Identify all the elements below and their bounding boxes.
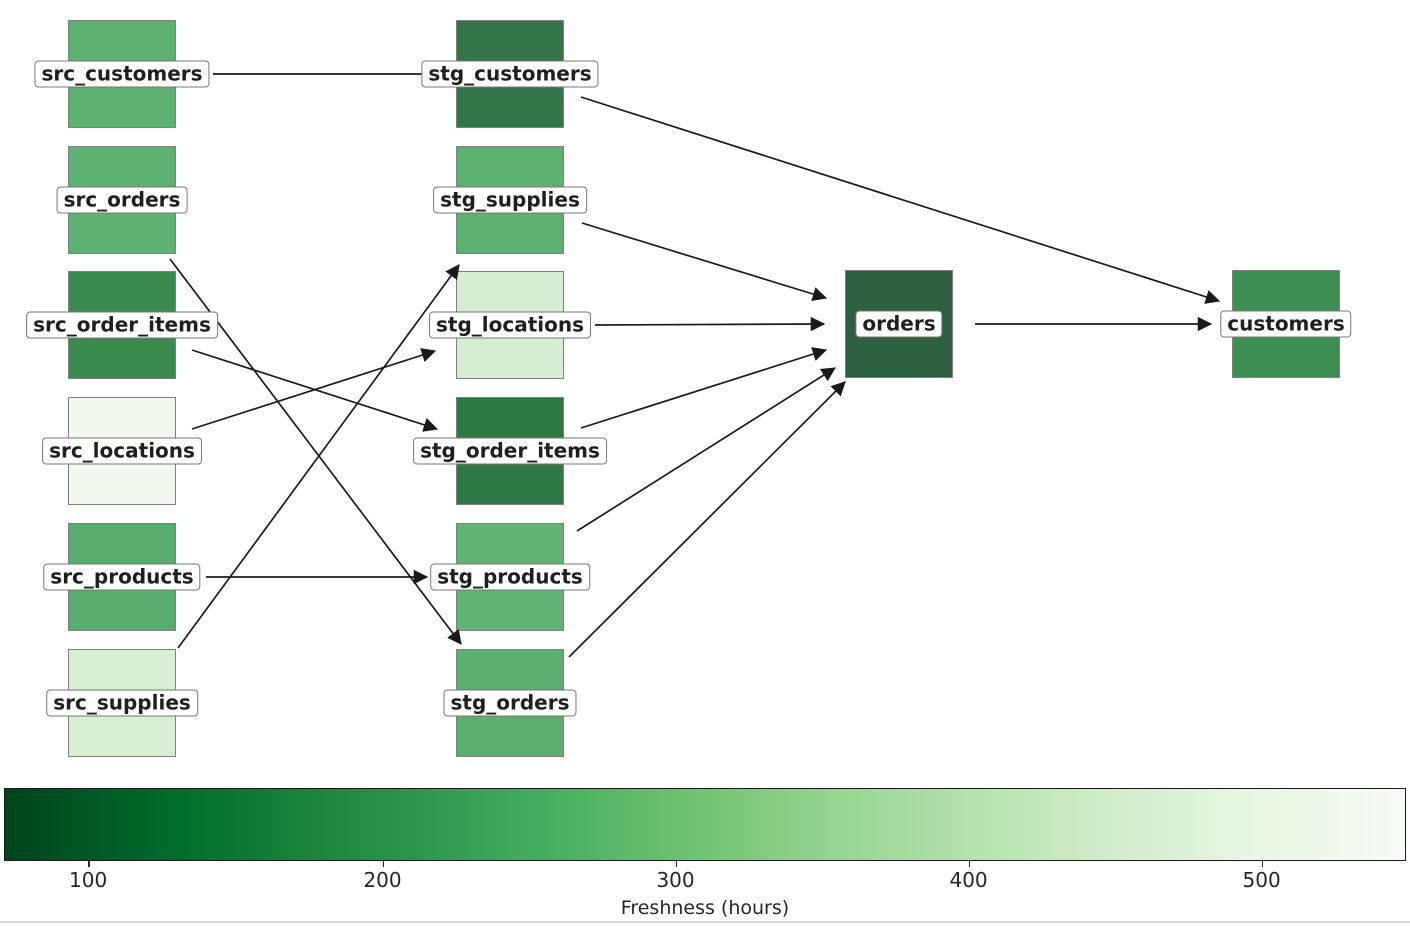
node-label-src_orders: src_orders	[56, 186, 188, 214]
node-label-stg_orders: stg_orders	[443, 689, 577, 717]
node-label-stg_supplies: stg_supplies	[433, 186, 587, 214]
colorbar-tick-200	[382, 861, 385, 867]
node-label-customers: customers	[1220, 310, 1352, 338]
colorbar-tick-label-400: 400	[949, 868, 988, 892]
figure-bottom-edge	[0, 921, 1410, 923]
colorbar-tick-500	[1261, 861, 1264, 867]
node-label-src_customers: src_customers	[34, 60, 210, 88]
edge-stg_orders-to-orders	[568, 381, 846, 658]
node-label-src_order_items: src_order_items	[26, 311, 218, 339]
node-label-stg_locations: stg_locations	[428, 311, 592, 339]
colorbar-tick-400	[968, 861, 971, 867]
node-label-src_supplies: src_supplies	[46, 689, 198, 717]
edge-stg_order_items-to-orders	[580, 347, 828, 429]
edge-stg_products-to-orders	[576, 367, 836, 532]
node-label-src_locations: src_locations	[42, 437, 202, 465]
edge-src_order_items-to-stg_order_items	[191, 349, 439, 432]
colorbar-tick-label-500: 500	[1242, 868, 1281, 892]
colorbar-tick-300	[675, 861, 678, 867]
node-label-orders: orders	[855, 310, 943, 338]
node-label-stg_products: stg_products	[430, 563, 590, 591]
colorbar-tick-100	[88, 861, 90, 867]
node-label-src_products: src_products	[43, 563, 201, 591]
edge-src_locations-to-stg_locations	[191, 348, 437, 430]
colorbar-tick-label-200: 200	[363, 868, 402, 892]
edge-stg_supplies-to-orders	[581, 222, 828, 302]
colorbar-axis-label: Freshness (hours)	[620, 897, 790, 919]
edge-stg_locations-to-orders	[594, 316, 826, 332]
colorbar-gradient	[4, 788, 1406, 861]
node-label-stg_order_items: stg_order_items	[413, 437, 607, 465]
colorbar-tick-label-100: 100	[69, 868, 108, 892]
node-label-stg_customers: stg_customers	[421, 60, 599, 88]
colorbar-tick-label-300: 300	[656, 868, 695, 892]
